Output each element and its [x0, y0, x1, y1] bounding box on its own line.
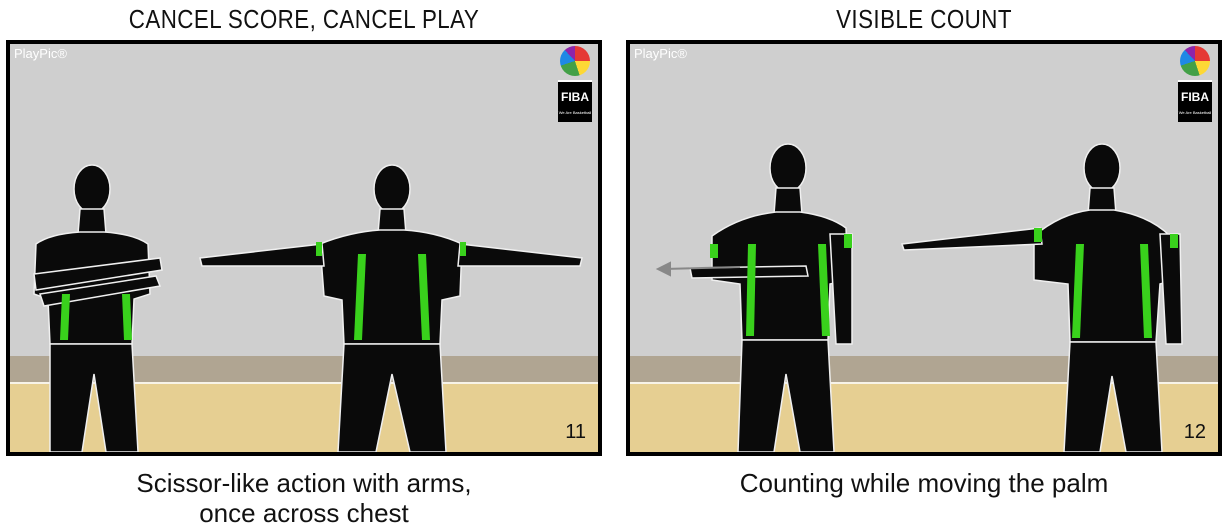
illustration-frame: PlayPic® FIBA We Are Basketball 12: [626, 40, 1222, 456]
panel-title: VISIBLE COUNT: [668, 4, 1181, 35]
caption-line: once across chest: [6, 498, 602, 528]
fiba-logo-text: FIBA: [558, 90, 592, 104]
caption-line: Counting while moving the palm: [626, 468, 1222, 498]
panel-title: CANCEL SCORE, CANCEL PLAY: [48, 4, 561, 35]
signal-panel-cancel: CANCEL SCORE, CANCEL PLAY: [6, 0, 602, 530]
fiba-ball-icon: [1180, 46, 1210, 76]
fiba-logo-tagline: We Are Basketball: [558, 110, 592, 115]
signal-caption: Counting while moving the palm: [626, 468, 1222, 498]
referee-arms-extended: [200, 165, 582, 452]
signal-caption: Scissor-like action with arms, once acro…: [6, 468, 602, 528]
referee-figures: [10, 44, 598, 452]
caption-line: Scissor-like action with arms,: [6, 468, 602, 498]
signal-number: 12: [1184, 421, 1206, 444]
referee-figures: [630, 44, 1218, 452]
fiba-ball-icon: [560, 46, 590, 76]
playpic-brand: PlayPic®: [634, 46, 687, 61]
referee-arms-crossed: [34, 165, 162, 452]
referee-arm-pointing: [902, 144, 1182, 452]
fiba-logo: FIBA We Are Basketball: [1178, 46, 1212, 122]
illustration-frame: PlayPic® FIBA We Are Basketball 11: [6, 40, 602, 456]
fiba-logo: FIBA We Are Basketball: [558, 46, 592, 122]
signal-number: 11: [565, 421, 586, 444]
playpic-brand: PlayPic®: [14, 46, 67, 61]
fiba-logo-tagline: We Are Basketball: [1178, 110, 1212, 115]
fiba-logo-text: FIBA: [1178, 90, 1212, 104]
signal-panel-visible-count: VISIBLE COUNT: [626, 0, 1222, 530]
